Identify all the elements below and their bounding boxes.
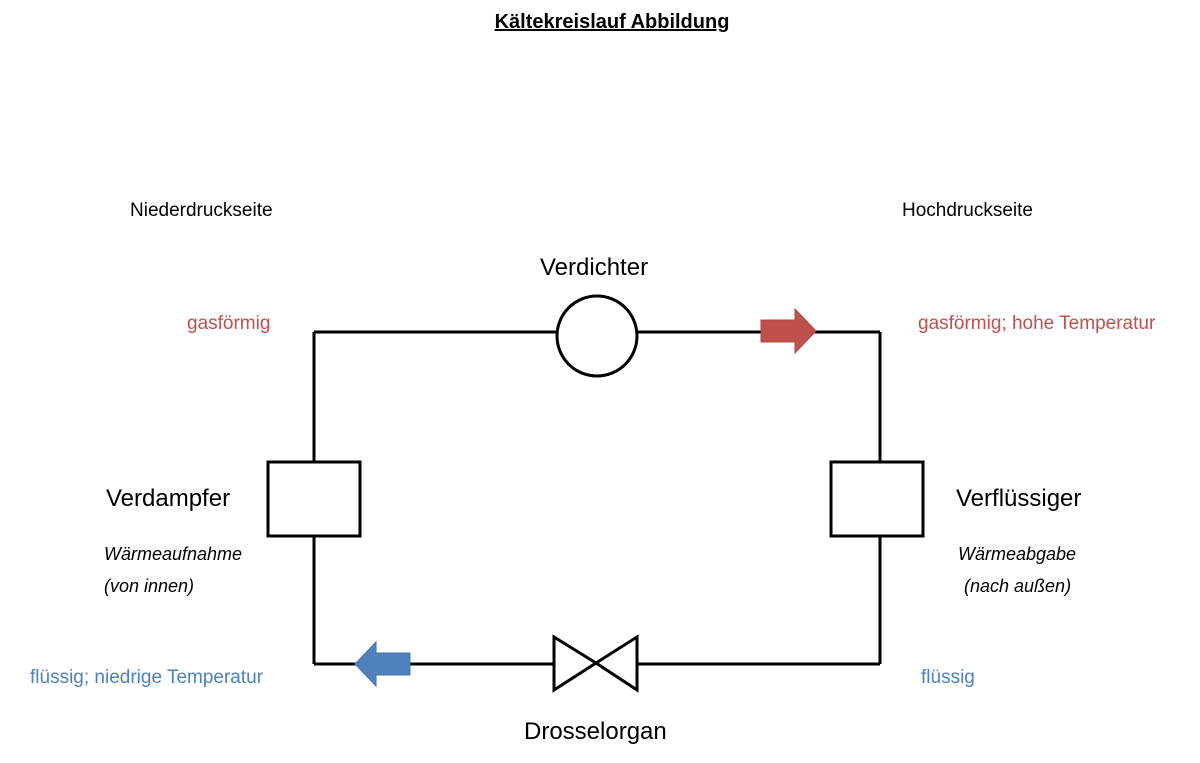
evaporator-symbol	[266, 460, 362, 538]
circuit-pipes	[312, 330, 882, 666]
condenser-label: Verflüssiger	[956, 485, 1082, 512]
hot-flow-arrow-icon	[760, 307, 817, 355]
low-side-gas-state: gasförmig	[187, 313, 271, 334]
evaporator-note-line1: Wärmeaufnahme	[104, 544, 243, 564]
compressor-label: Verdichter	[540, 254, 649, 281]
evaporator-note-line2: (von innen)	[104, 576, 195, 596]
cold-flow-arrow-icon	[354, 640, 411, 688]
low-pressure-side-label: Niederdruckseite	[130, 200, 273, 221]
high-pressure-side-label: Hochdruckseite	[902, 200, 1033, 221]
high-side-liquid-state: flüssig	[921, 667, 975, 688]
high-side-gas-state: gasförmig; hohe Temperatur	[918, 313, 1156, 334]
condenser-note-line1: Wärmeabgabe	[958, 544, 1077, 564]
condenser-symbol	[829, 460, 925, 538]
condenser-note-line2: (nach außen)	[964, 576, 1072, 596]
compressor-symbol	[555, 294, 639, 378]
low-side-liquid-state: flüssig; niedrige Temperatur	[30, 667, 264, 688]
evaporator-label: Verdampfer	[106, 485, 231, 512]
throttle-valve-right	[593, 634, 639, 693]
throttle-label: Drosselorgan	[524, 718, 667, 745]
throttle-valve-left	[552, 634, 599, 693]
diagram-title: Kältekreislauf Abbildung	[494, 11, 730, 33]
